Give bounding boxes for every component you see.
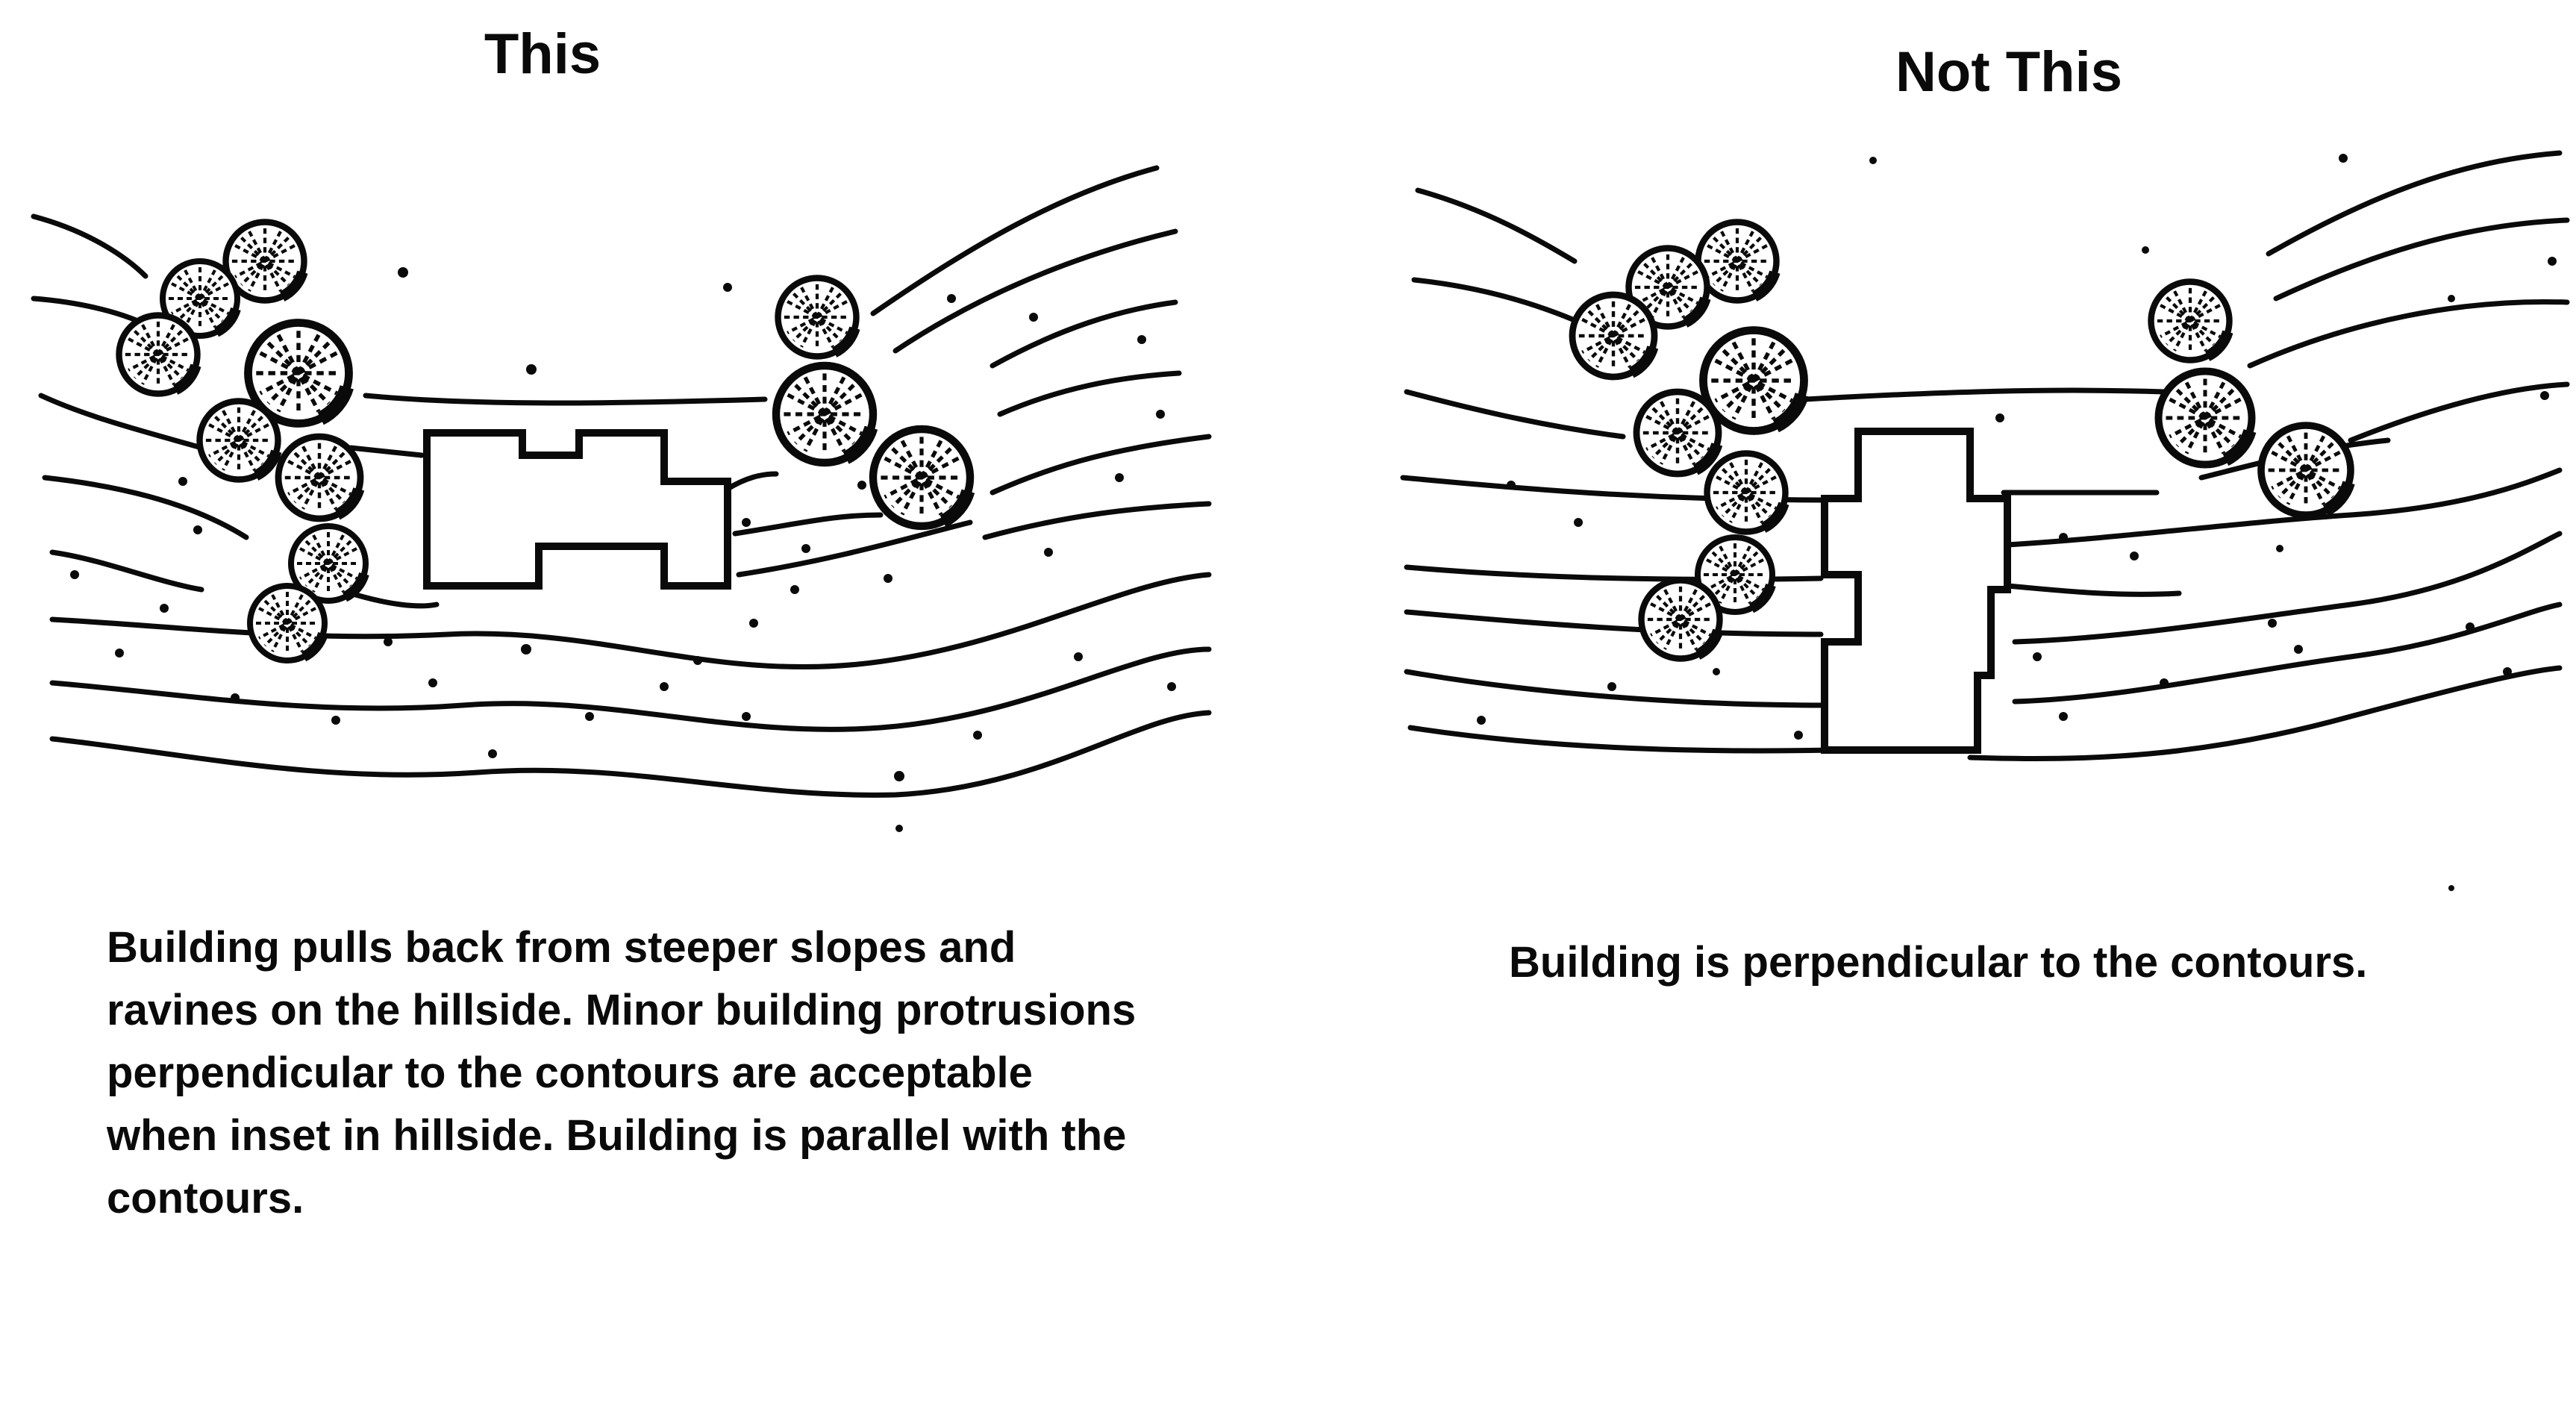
building-footprint-this bbox=[423, 429, 731, 590]
contour-line bbox=[2004, 583, 2182, 597]
caption-not-this: Building is perpendicular to the contour… bbox=[1509, 938, 2368, 987]
contour-line bbox=[2273, 217, 2570, 302]
contour-line bbox=[1404, 389, 1626, 440]
contour-line bbox=[1404, 609, 1824, 637]
panel-not-this: Not This bbox=[1400, 40, 2570, 891]
caption-this: Building pulls back from steeper slopes … bbox=[107, 923, 1137, 1222]
contour-line bbox=[2348, 381, 2570, 443]
contour-line bbox=[732, 512, 884, 537]
panel-this: This bbox=[31, 22, 1212, 832]
contour-line bbox=[49, 549, 204, 593]
contour-line bbox=[49, 646, 1212, 732]
tree-icon bbox=[1642, 581, 1720, 659]
contour-line bbox=[38, 393, 204, 451]
contour-line bbox=[2266, 150, 2563, 257]
tree-icon bbox=[278, 437, 360, 519]
tree-icon bbox=[776, 366, 873, 463]
contour-line bbox=[348, 590, 440, 609]
contour-line bbox=[363, 393, 768, 406]
tree-icon bbox=[2151, 282, 2230, 360]
contour-line bbox=[49, 572, 1212, 670]
contour-line bbox=[348, 445, 425, 458]
contour-line bbox=[892, 228, 1178, 354]
building-footprint-not-this bbox=[1821, 428, 2011, 754]
contour-line bbox=[990, 299, 1178, 369]
contour-line bbox=[1411, 277, 1596, 331]
contour-line bbox=[2247, 299, 2570, 369]
contour-line bbox=[997, 370, 1182, 417]
trees-this bbox=[119, 222, 971, 661]
contour-line bbox=[1407, 725, 1835, 754]
contour-line bbox=[2012, 602, 2563, 705]
contour-line bbox=[1967, 665, 2563, 761]
contour-lines-not-this bbox=[1400, 150, 2570, 761]
contour-lines-this bbox=[31, 165, 1212, 798]
tree-icon bbox=[1636, 392, 1719, 474]
contour-line bbox=[2004, 467, 2563, 548]
stipple-dots-this bbox=[70, 267, 1176, 832]
contour-line bbox=[2012, 531, 2563, 645]
contour-line bbox=[990, 434, 1212, 496]
panel-heading-not-this: Not This bbox=[1895, 40, 2122, 104]
tree-icon bbox=[2261, 425, 2351, 515]
contour-line bbox=[725, 471, 779, 492]
contour-line bbox=[42, 475, 249, 540]
contour-line bbox=[1404, 669, 1828, 708]
contour-line bbox=[1803, 387, 2167, 402]
tree-icon bbox=[873, 429, 970, 526]
stipple-dots-not-this bbox=[1477, 154, 2557, 891]
contour-line bbox=[1415, 187, 1578, 264]
tree-icon bbox=[2159, 372, 2252, 465]
tree-icon bbox=[200, 402, 278, 480]
contour-line bbox=[49, 710, 1212, 798]
contour-line bbox=[870, 165, 1160, 316]
panel-heading-this: This bbox=[484, 22, 601, 86]
tree-icon bbox=[778, 278, 857, 357]
contour-line bbox=[982, 501, 1212, 540]
tree-icon bbox=[1572, 295, 1654, 377]
tree-icon bbox=[1707, 454, 1786, 532]
contour-line bbox=[736, 519, 973, 578]
tree-icon bbox=[119, 316, 198, 394]
contour-line bbox=[31, 213, 149, 279]
tree-icon bbox=[250, 586, 325, 660]
